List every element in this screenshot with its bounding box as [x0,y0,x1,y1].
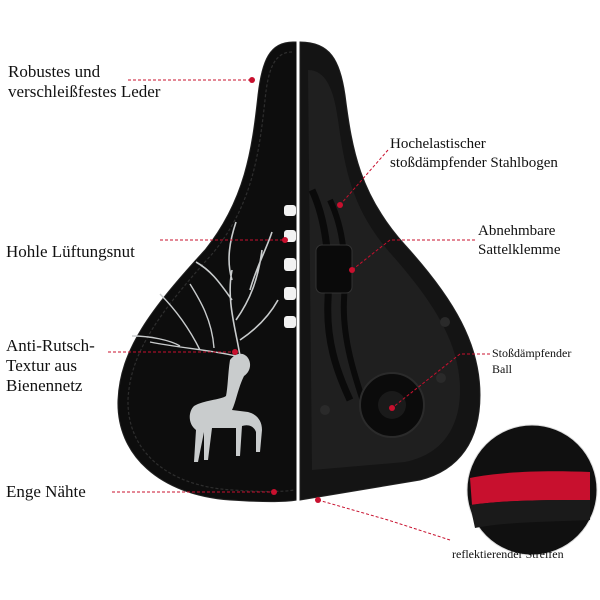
saddle-top-view [117,41,298,502]
reflective-strip-zoom [466,424,598,556]
saddle-underside [299,41,481,501]
leader-dots [232,77,395,503]
vent-slots [284,205,296,328]
callout-leather: Robustes und verschleißfestes Leder [8,62,161,101]
callout-shock-ball: Stoßdämpfender Ball [492,346,572,376]
callout-reflective-strip: reflektierender Streifen [452,547,564,561]
callout-saddle-clamp: Abnehmbare Sattelklemme [478,223,561,258]
callout-seams: Enge Nähte [6,482,86,501]
callout-steel-arch: Hochelastischer stoßdämpfender Stahlboge… [390,136,558,171]
callout-ventilation-groove: Hohle Lüftungsnut [6,242,135,261]
deer-graphic [131,221,279,462]
leader-lines [108,79,490,541]
callout-anti-slip-texture: Anti-Rutsch- Textur aus Bienennetz [6,336,95,395]
